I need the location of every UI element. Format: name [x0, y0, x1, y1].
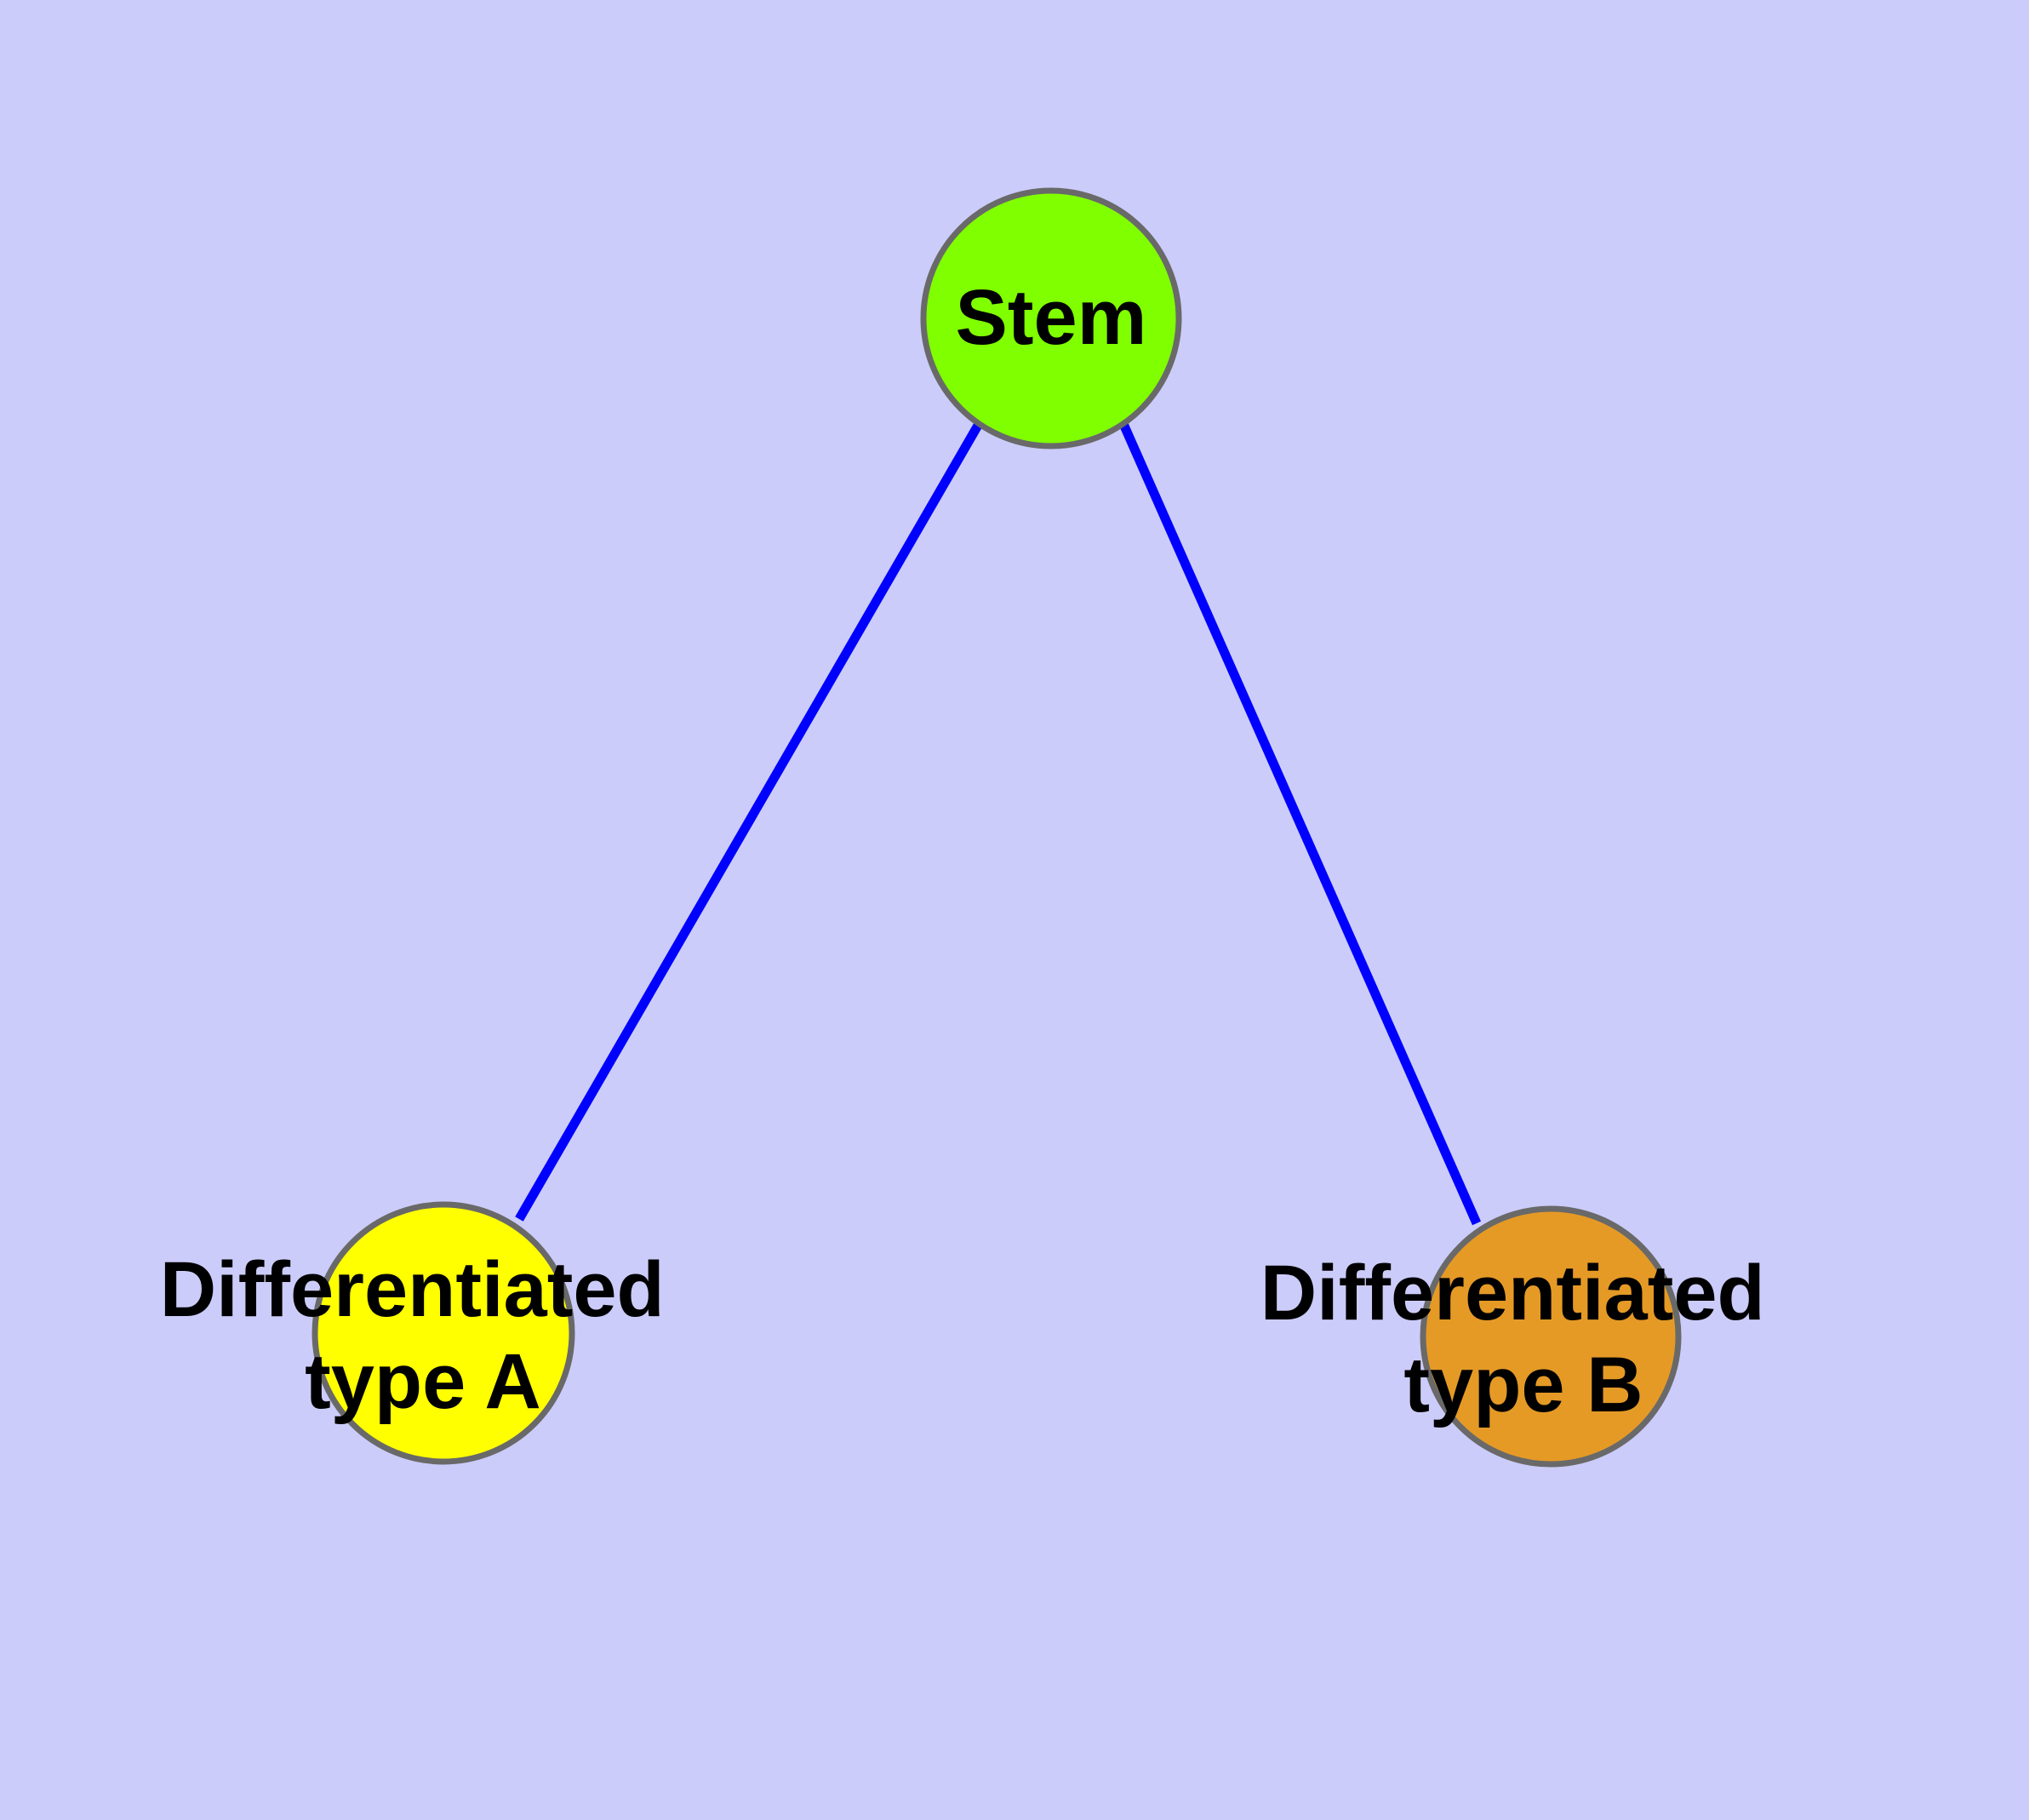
node-stem[interactable] — [920, 187, 1182, 449]
node-diff-type-b[interactable] — [1420, 1205, 1682, 1468]
node-diff-type-a-circle[interactable] — [311, 1201, 575, 1465]
node-diff-type-b-label-line-1: Differentiated — [1260, 1250, 1765, 1336]
node-diff-type-b-label: Differentiated type B — [1260, 1250, 1787, 1428]
node-stem-circle[interactable] — [920, 187, 1182, 449]
node-diff-type-b-circle[interactable] — [1420, 1205, 1682, 1468]
node-diff-type-a[interactable] — [311, 1201, 575, 1465]
edge-stem-to-type-a[interactable] — [515, 421, 983, 1222]
node-stem-label: Stem — [956, 274, 1147, 361]
node-stem-label-line-1: Stem — [956, 274, 1147, 361]
edge-stem-to-type-b[interactable] — [1118, 421, 1482, 1226]
node-diff-type-a-label-line-2: type A — [305, 1338, 541, 1425]
labels-group: Stem Differentiated type A Differentiate… — [160, 274, 1787, 1428]
nodes-group — [311, 187, 1682, 1468]
edges-group — [515, 421, 1482, 1226]
node-diff-type-b-label-line-2: type B — [1403, 1342, 1643, 1428]
node-diff-type-a-label-line-1: Differentiated — [160, 1246, 665, 1333]
node-diff-type-a-label: Differentiated type A — [160, 1246, 687, 1425]
